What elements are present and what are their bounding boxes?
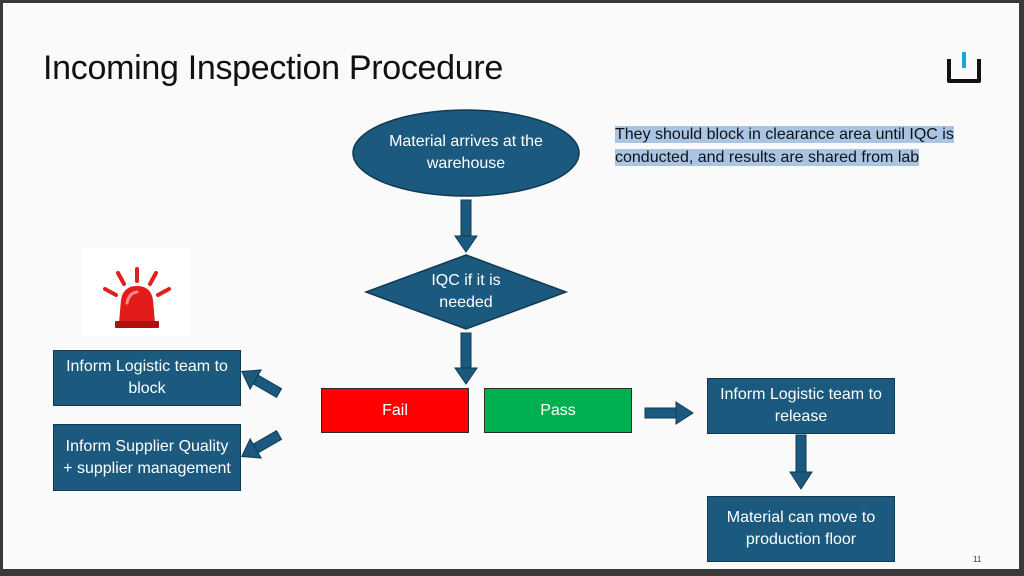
decision-node-shape <box>363 254 569 330</box>
arrow-right <box>644 401 694 425</box>
start-node-shape <box>352 109 580 197</box>
arrow-down-1 <box>454 199 478 253</box>
decision-node: IQC if it is needed <box>431 272 501 311</box>
slide: Incoming Inspection Procedure <box>3 3 1019 569</box>
arrow-down-2 <box>454 332 478 385</box>
fail-box: Fail <box>321 388 469 433</box>
clearance-note-text: They should block in clearance area unti… <box>615 126 954 166</box>
slide-title: Incoming Inspection Procedure <box>43 49 504 87</box>
inform-logistic-release-box: Inform Logistic team to release <box>707 378 895 434</box>
arrow-down-left <box>240 429 283 459</box>
inform-supplier-box: Inform Supplier Quality + supplier manag… <box>53 424 241 491</box>
red-siren-icon <box>83 247 191 337</box>
flow-connectors <box>83 109 813 490</box>
production-floor-box: Material can move to production floor <box>707 496 895 562</box>
pass-box: Pass <box>484 388 632 433</box>
start-node: Material arrives at the warehouse <box>389 133 543 172</box>
inform-logistic-block-box: Inform Logistic team to block <box>53 350 241 406</box>
clearance-note: They should block in clearance area unti… <box>615 123 995 169</box>
arrow-down-3 <box>789 434 813 490</box>
page-number: 11 <box>973 555 982 564</box>
bracket-logo-icon <box>947 52 981 83</box>
arrow-up-left <box>240 369 283 399</box>
